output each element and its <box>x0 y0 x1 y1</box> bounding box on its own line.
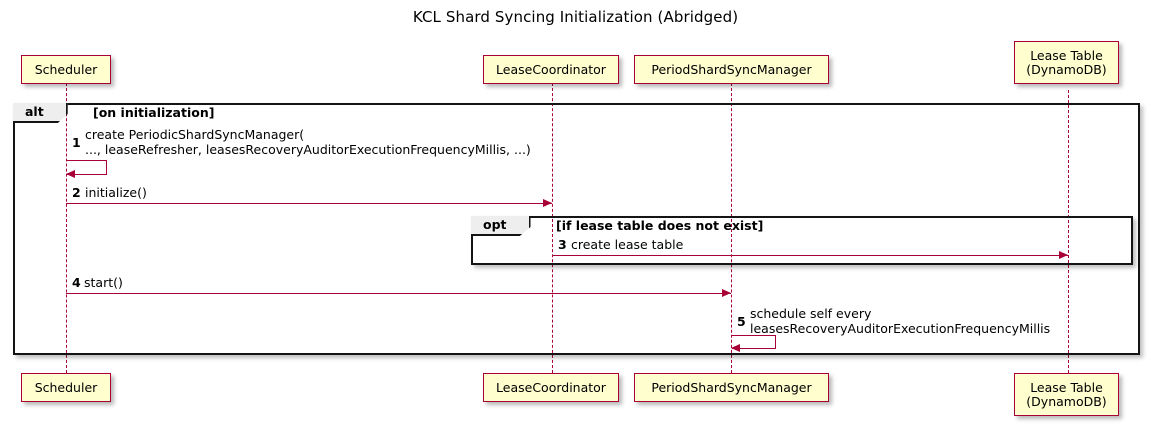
fragment-alt-keyword: alt <box>13 103 68 123</box>
message-5-self-loop <box>732 335 776 349</box>
message-5-label: schedule self every leasesRecoveryAudito… <box>750 306 1051 336</box>
message-3-line <box>552 255 1068 256</box>
message-2-arrowhead <box>543 199 552 207</box>
message-1-self-loop <box>67 160 107 175</box>
fragment-opt-keyword: opt <box>471 216 531 236</box>
participant-lease-coordinator-bottom[interactable]: LeaseCoordinator <box>483 373 619 402</box>
message-1-arrowhead <box>66 170 75 178</box>
message-1-label: create PeriodicShardSyncManager( ..., le… <box>85 127 531 157</box>
participant-lease-table-top[interactable]: Lease Table (DynamoDB) <box>1014 41 1119 84</box>
message-5-seq: 5 <box>737 314 746 329</box>
message-3-seq: 3 <box>558 237 567 252</box>
message-3-arrowhead <box>1059 251 1068 259</box>
message-2-line <box>66 203 552 204</box>
participant-scheduler-bottom[interactable]: Scheduler <box>21 373 111 402</box>
message-4-label: start() <box>84 275 123 290</box>
message-2-seq: 2 <box>72 185 81 200</box>
fragment-alt-condition: [on initialization] <box>93 105 215 120</box>
participant-period-shard-sync-manager-top[interactable]: PeriodShardSyncManager <box>634 55 829 84</box>
lifeline-scheduler <box>66 83 67 373</box>
fragment-alt <box>13 103 1140 355</box>
message-2-label: initialize() <box>85 185 147 200</box>
message-4-line <box>66 293 731 294</box>
participant-period-shard-sync-manager-bottom[interactable]: PeriodShardSyncManager <box>634 373 829 402</box>
fragment-opt-condition: [if lease table does not exist] <box>556 218 764 233</box>
message-4-arrowhead <box>722 289 731 297</box>
lifeline-period-shard-sync-manager <box>731 83 732 373</box>
message-5-arrowhead <box>731 344 740 352</box>
fragment-opt <box>471 216 1133 265</box>
participant-lease-table-bottom[interactable]: Lease Table (DynamoDB) <box>1014 373 1119 416</box>
lifeline-lease-coordinator <box>552 83 553 373</box>
participant-scheduler-top[interactable]: Scheduler <box>21 55 111 84</box>
message-4-seq: 4 <box>72 275 81 290</box>
message-3-label: create lease table <box>571 237 684 252</box>
participant-lease-coordinator-top[interactable]: LeaseCoordinator <box>483 55 619 84</box>
page-title: KCL Shard Syncing Initialization (Abridg… <box>412 8 739 26</box>
message-1-seq: 1 <box>72 135 81 150</box>
lifeline-lease-table <box>1068 90 1069 373</box>
